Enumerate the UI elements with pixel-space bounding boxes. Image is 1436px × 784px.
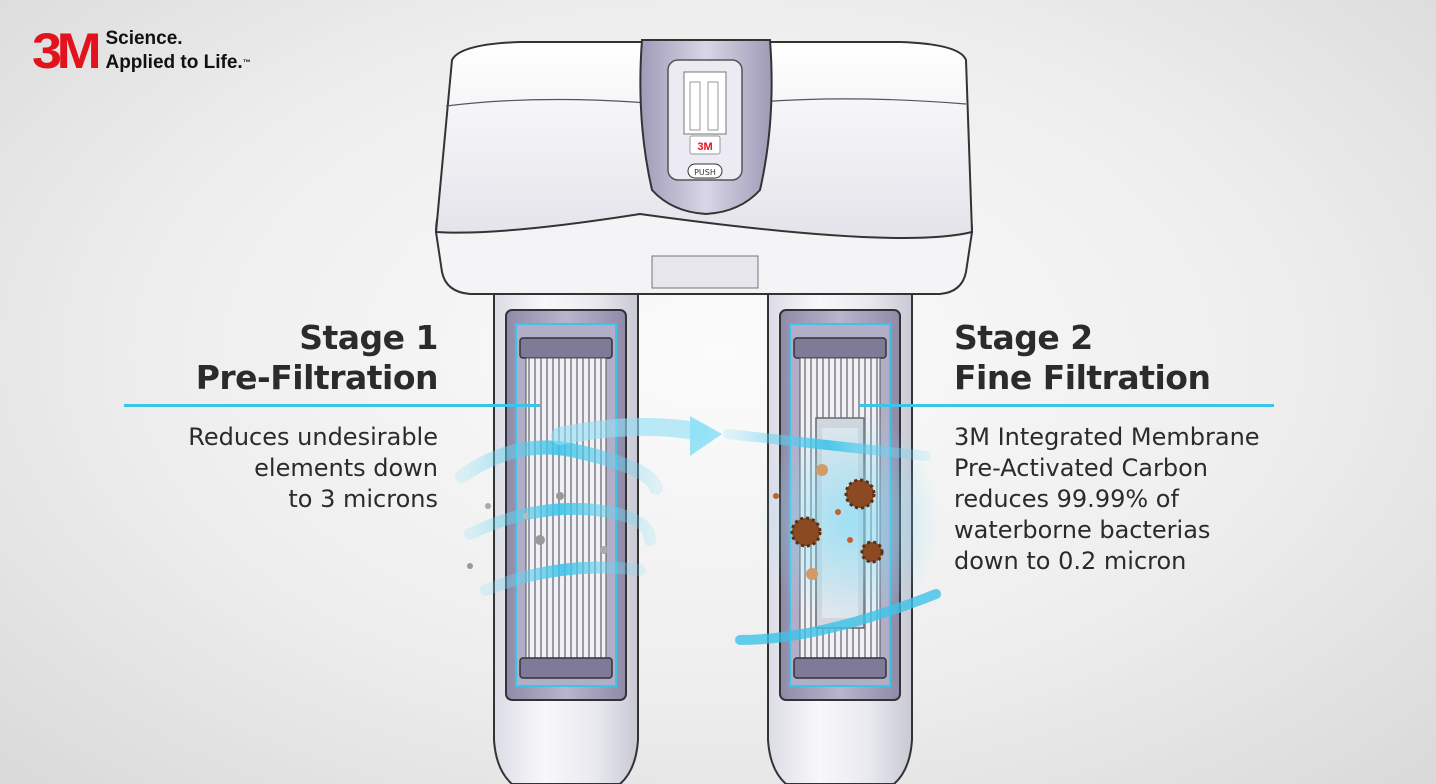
stage-2-description: 3M Integrated Membrane Pre-Activated Car… bbox=[954, 422, 1334, 577]
stage-1-name: Pre-Filtration bbox=[195, 358, 439, 397]
push-button-label: PUSH bbox=[694, 168, 716, 177]
stage-2-desc-line: reduces 99.99% of bbox=[954, 485, 1179, 513]
device-badge: 3M bbox=[697, 141, 712, 153]
stage-2-desc-line: 3M Integrated Membrane bbox=[954, 423, 1260, 451]
filter-head: 3M PUSH bbox=[434, 39, 974, 295]
stage-1-title: Stage 1 Pre-Filtration bbox=[140, 318, 439, 398]
flow-arrow-icon bbox=[690, 416, 722, 456]
bacteria-icon bbox=[790, 516, 822, 548]
brand-logo: 3M Science. Applied to Life.™ bbox=[32, 26, 251, 76]
stage-1-desc-line: Reduces undesirable bbox=[188, 423, 438, 451]
stage-2-water-swirl bbox=[723, 410, 941, 645]
tagline-line-1: Science. bbox=[105, 28, 183, 49]
stage-1-label: Stage 1 bbox=[299, 318, 438, 357]
bacteria-icon bbox=[844, 478, 876, 510]
stage-1-desc-line: elements down bbox=[254, 454, 438, 482]
stage-1-water-swirl bbox=[455, 416, 722, 596]
brand-tagline: Science. Applied to Life.™ bbox=[105, 27, 250, 75]
stage-2-name: Fine Filtration bbox=[954, 358, 1211, 397]
bacteria-icon bbox=[860, 540, 884, 564]
bacteria-cluster bbox=[773, 464, 884, 580]
stage-1-description: Reduces undesirable elements down to 3 m… bbox=[120, 422, 438, 515]
stage-2-label: Stage 2 bbox=[954, 318, 1093, 357]
stage-1-desc-line: to 3 microns bbox=[288, 485, 438, 513]
stage-2-desc-line: down to 0.2 micron bbox=[954, 547, 1187, 575]
stage-2-desc-line: Pre-Activated Carbon bbox=[954, 454, 1208, 482]
stage-1-divider bbox=[124, 404, 540, 407]
stage-2-divider bbox=[860, 404, 1274, 407]
stage-2-title: Stage 2 Fine Filtration bbox=[954, 318, 1294, 398]
stage-2-desc-line: waterborne bacterias bbox=[954, 516, 1211, 544]
indicator-gauge bbox=[689, 81, 719, 131]
3m-logo-mark: 3M bbox=[32, 23, 102, 79]
tagline-line-2: Applied to Life.™ bbox=[105, 52, 251, 73]
